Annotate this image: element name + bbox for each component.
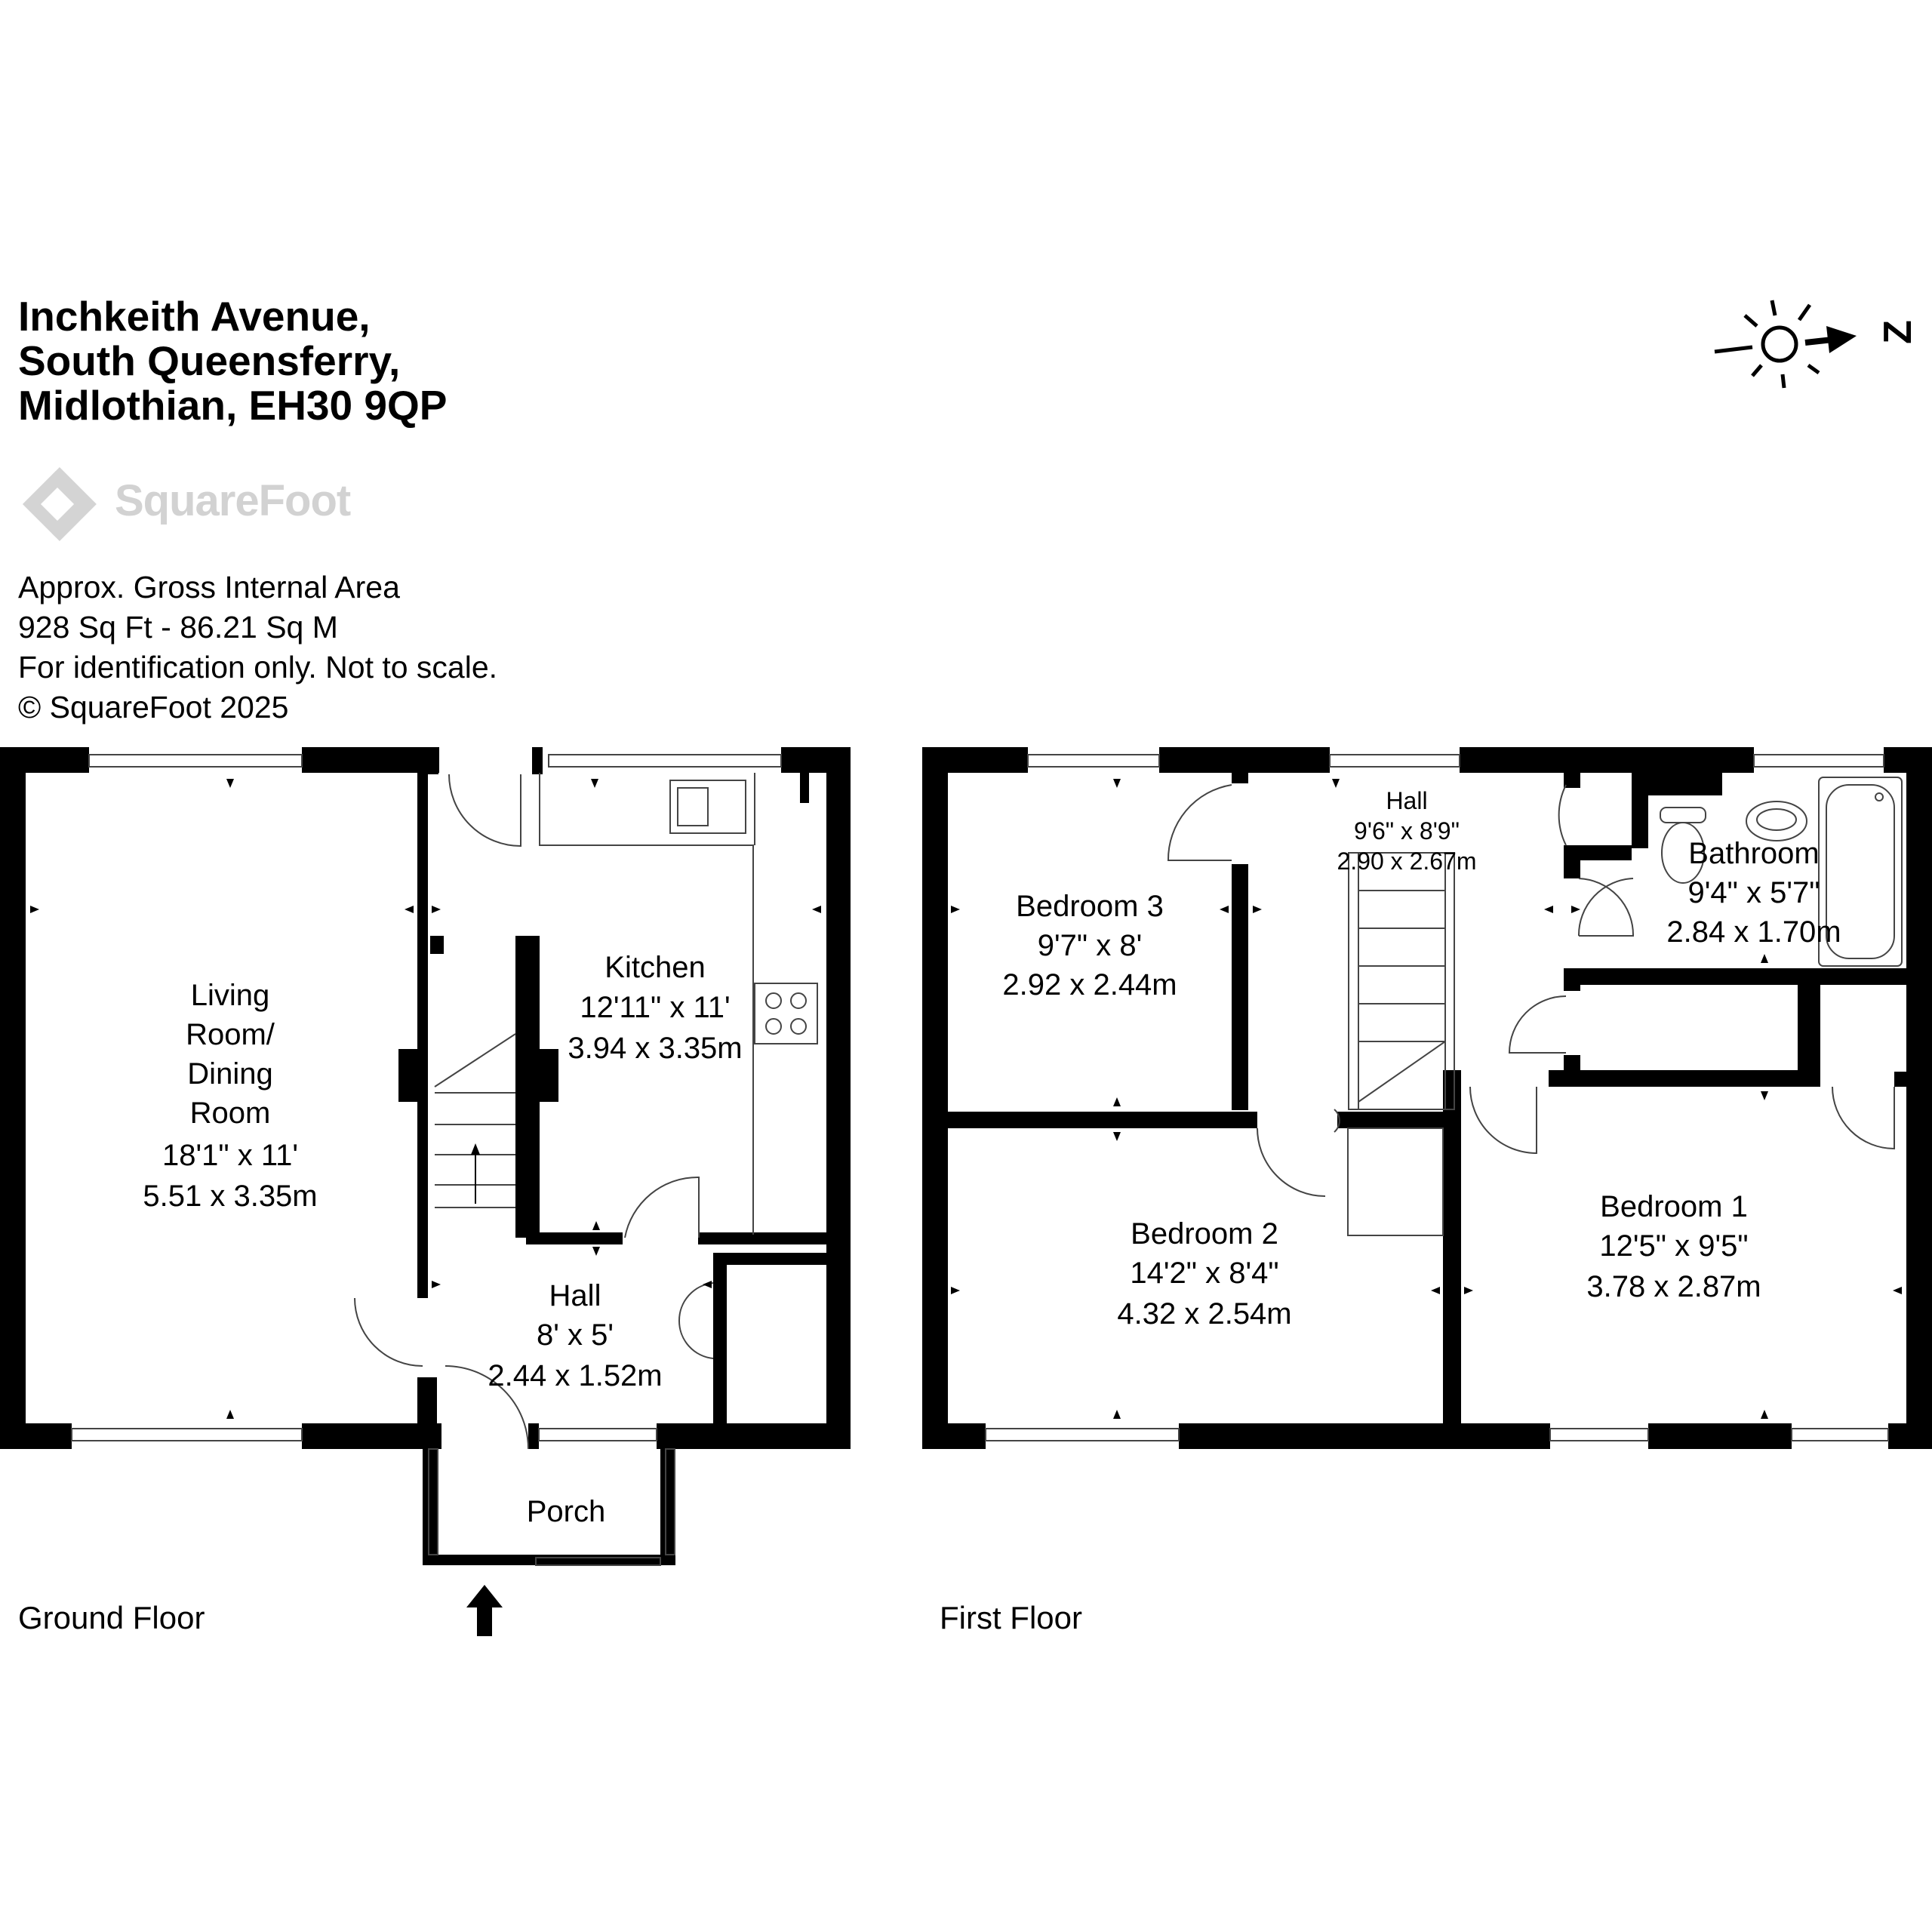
bedroom-2-name: Bedroom 2 xyxy=(1131,1217,1278,1251)
ground-floor-stair-arrow-icon xyxy=(471,1143,480,1204)
area-label: Approx. Gross Internal Area xyxy=(18,570,400,605)
bedroom-1-name: Bedroom 1 xyxy=(1600,1190,1748,1223)
bedroom-2-label: Bedroom 2 14'2" x 8'4" 4.32 x 2.54m xyxy=(1117,1217,1291,1331)
squarefoot-logo-icon xyxy=(23,467,97,541)
kitchen-label: Kitchen 12'11" x 11' 3.94 x 3.35m xyxy=(568,951,742,1065)
address-line-1: Inchkeith Avenue, xyxy=(18,293,371,340)
bedroom-3-dim-imperial: 9'7" x 8' xyxy=(1038,929,1142,962)
living-room-dim-metric: 5.51 x 3.35m xyxy=(143,1180,317,1213)
bathroom-name: Bathroom xyxy=(1688,837,1819,870)
dimension-arrow-icon xyxy=(592,1247,600,1256)
porch-name: Porch xyxy=(527,1495,606,1528)
dimension-arrow-icon xyxy=(1464,1287,1473,1294)
kitchen-dim-imperial: 12'11" x 11' xyxy=(580,991,730,1024)
dimension-arrow-icon xyxy=(703,1281,712,1288)
ground-hall-dim-metric: 2.44 x 1.52m xyxy=(488,1359,662,1392)
dimension-arrow-icon xyxy=(1113,779,1121,788)
bedroom-3-dim-metric: 2.92 x 2.44m xyxy=(1002,968,1177,1001)
dimension-arrow-icon xyxy=(812,906,821,913)
dimension-arrow-icon xyxy=(226,779,234,788)
first-hall-name: Hall xyxy=(1386,787,1427,814)
dimension-arrow-icon xyxy=(432,1281,441,1288)
dimension-arrow-icon xyxy=(1113,1410,1121,1419)
dimension-arrow-icon xyxy=(1761,1410,1768,1419)
dimension-arrow-icon xyxy=(1253,906,1262,913)
north-arrow-icon xyxy=(1804,326,1857,353)
living-room-name-3: Dining xyxy=(187,1057,272,1091)
dimension-markers xyxy=(30,779,1902,1419)
ground-floor-label: Ground Floor xyxy=(18,1600,205,1635)
dimension-arrow-icon xyxy=(1761,1091,1768,1100)
dimension-arrow-icon xyxy=(591,779,598,788)
dimension-arrow-icon xyxy=(405,906,414,913)
porch-label: Porch xyxy=(527,1495,606,1528)
kitchen-dim-metric: 3.94 x 3.35m xyxy=(568,1032,742,1065)
dimension-arrow-icon xyxy=(1113,1132,1121,1141)
compass-label: Z xyxy=(1876,320,1920,344)
first-floor-plan xyxy=(922,747,1932,1449)
dimension-arrow-icon xyxy=(1893,1287,1902,1294)
bedroom-3-label: Bedroom 3 9'7" x 8' 2.92 x 2.44m xyxy=(1002,890,1177,1001)
address-line-2: South Queensferry, xyxy=(18,337,401,384)
ground-hall-dim-imperial: 8' x 5' xyxy=(537,1318,614,1352)
first-hall-dim-metric: 2.90 x 2.67m xyxy=(1337,848,1477,875)
first-floor-details xyxy=(985,754,1903,1441)
brand-logo-text: SquareFoot xyxy=(115,476,351,525)
address-line-3: Midlothian, EH30 9QP xyxy=(18,382,448,429)
dimension-arrow-icon xyxy=(592,1221,600,1230)
dimension-arrow-icon xyxy=(1571,906,1580,913)
dimension-arrow-icon xyxy=(1761,954,1768,963)
first-floor-label: First Floor xyxy=(940,1600,1082,1635)
dimension-arrow-icon xyxy=(1544,906,1553,913)
bedroom-3-name: Bedroom 3 xyxy=(1016,890,1164,923)
dimension-arrow-icon xyxy=(226,1410,234,1419)
dimension-arrow-icon xyxy=(1220,906,1229,913)
compass-sun-icon xyxy=(1714,300,1820,389)
first-hall-dim-imperial: 9'6" x 8'9" xyxy=(1354,817,1460,844)
bathroom-dim-metric: 2.84 x 1.70m xyxy=(1666,915,1841,949)
living-room-name-4: Room xyxy=(190,1097,271,1130)
dimension-arrow-icon xyxy=(1113,1097,1121,1106)
dimension-arrow-icon xyxy=(1431,1287,1440,1294)
first-hall-label: Hall 9'6" x 8'9" 2.90 x 2.67m xyxy=(1337,787,1477,875)
ground-hall-name: Hall xyxy=(549,1279,601,1312)
ground-floor-plan xyxy=(0,747,851,1565)
living-room-name-2: Room/ xyxy=(186,1018,275,1051)
bedroom-1-dim-metric: 3.78 x 2.87m xyxy=(1586,1270,1761,1303)
ground-floor-details xyxy=(71,754,818,1566)
dimension-arrow-icon xyxy=(951,906,960,913)
dimension-arrow-icon xyxy=(951,1287,960,1294)
living-room-label: Living Room/ Dining Room 18'1" x 11' 5.5… xyxy=(143,979,317,1213)
bedroom-2-dim-metric: 4.32 x 2.54m xyxy=(1117,1297,1291,1331)
bathroom-label: Bathroom 9'4" x 5'7" 2.84 x 1.70m xyxy=(1666,837,1841,949)
entrance-arrow-icon xyxy=(466,1585,503,1636)
copyright: © SquareFoot 2025 xyxy=(18,690,289,724)
living-room-name-1: Living xyxy=(191,979,270,1012)
living-room-dim-imperial: 18'1" x 11' xyxy=(162,1139,298,1172)
dimension-arrow-icon xyxy=(30,906,39,913)
area-info: Approx. Gross Internal Area 928 Sq Ft - … xyxy=(18,568,497,728)
disclaimer: For identification only. Not to scale. xyxy=(18,650,498,685)
bathroom-dim-imperial: 9'4" x 5'7" xyxy=(1688,876,1820,909)
property-address: Inchkeith Avenue, South Queensferry, Mid… xyxy=(18,294,447,428)
bedroom-2-dim-imperial: 14'2" x 8'4" xyxy=(1130,1257,1278,1290)
ground-hall-label: Hall 8' x 5' 2.44 x 1.52m xyxy=(488,1279,662,1392)
dimension-arrow-icon xyxy=(432,906,441,913)
bedroom-1-dim-imperial: 12'5" x 9'5" xyxy=(1599,1229,1748,1263)
bedroom-1-label: Bedroom 1 12'5" x 9'5" 3.78 x 2.87m xyxy=(1586,1190,1761,1303)
area-value: 928 Sq Ft - 86.21 Sq M xyxy=(18,610,338,645)
kitchen-name: Kitchen xyxy=(605,951,705,984)
dimension-arrow-icon xyxy=(1332,779,1340,788)
